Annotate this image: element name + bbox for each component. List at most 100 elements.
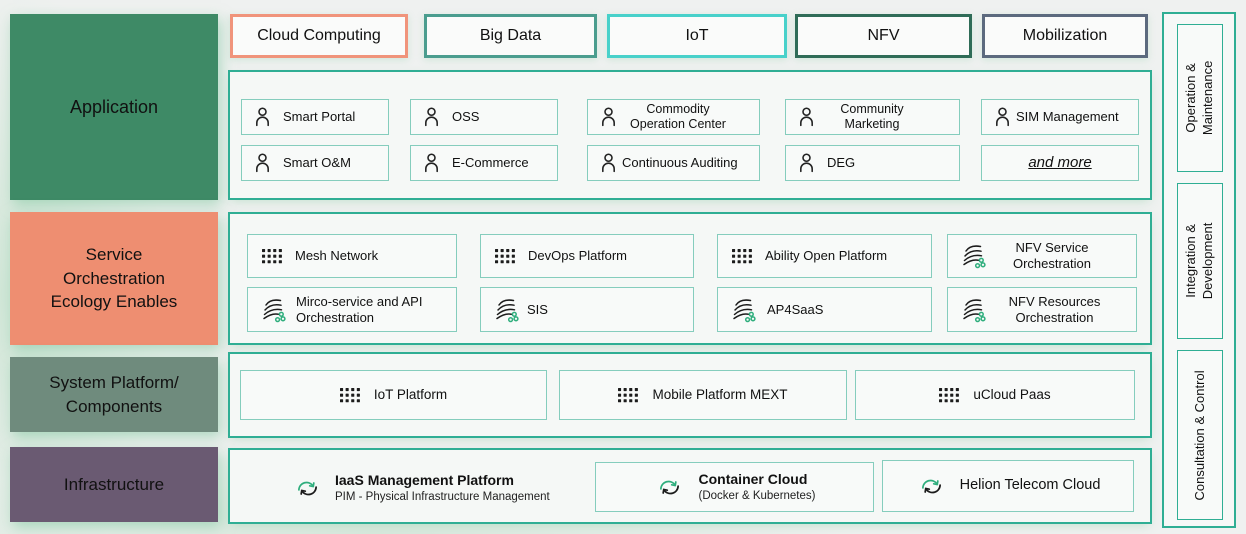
section-infrastructure: IaaS Management Platform PIM - Physical … xyxy=(228,448,1152,524)
tab-label: Mobilization xyxy=(1022,27,1108,44)
left-block-label: Infrastructure xyxy=(63,474,165,494)
svc-item-label: Mirco-service and API Orchestration xyxy=(296,293,423,325)
infra-item-subtitle: PIM - Physical Infrastructure Management xyxy=(335,490,550,503)
cloud-sync-icon xyxy=(292,477,323,500)
user-icon xyxy=(992,106,1013,128)
infra-item-helion-telecom-cloud: Helion Telecom Cloud xyxy=(882,460,1134,512)
tab-nfv: NFV xyxy=(795,14,972,58)
left-block-label: Application xyxy=(69,96,159,117)
left-block-label: System Platform/ Components xyxy=(49,373,179,416)
tab-big-data: Big Data xyxy=(424,14,597,58)
app-item-sim-management: SIM Management xyxy=(981,99,1139,135)
svc-item-label: AP4SaaS xyxy=(767,301,824,317)
left-block-infrastructure: Infrastructure xyxy=(10,447,218,522)
sidebar-item-label: Operation & Maintenance xyxy=(1183,60,1215,136)
svc-item-nfv-service-orchestration: NFV Service Orchestration xyxy=(947,234,1137,278)
app-item-e-commerce: E-Commerce xyxy=(410,145,558,181)
sidebar-item-label: Consultation & Control xyxy=(1191,369,1207,501)
svc-item-label: SIS xyxy=(527,301,548,317)
svc-item-label: DevOps Platform xyxy=(528,248,627,264)
app-item-label: Continuous Auditing xyxy=(622,155,738,171)
svc-item-devops-platform: DevOps Platform xyxy=(480,234,694,278)
flow-icon xyxy=(960,243,986,269)
sys-item-label: uCloud Paas xyxy=(973,386,1051,402)
app-item-community-marketing: Community Marketing xyxy=(785,99,960,135)
grid-icon xyxy=(939,388,959,403)
sys-item-label: IoT Platform xyxy=(373,386,448,402)
left-block-application: Application xyxy=(10,14,218,200)
infra-item-text: Container Cloud (Docker & Kubernetes) xyxy=(699,471,816,502)
user-icon xyxy=(252,152,273,174)
app-item-label: E-Commerce xyxy=(452,155,529,171)
flow-icon xyxy=(730,297,756,323)
section-system-platform: IoT Platform Mobile Platform MEXT uCloud… xyxy=(228,352,1152,438)
tab-mobilization: Mobilization xyxy=(982,14,1148,58)
tab-label: IoT xyxy=(685,27,709,44)
app-item-and-more: and more xyxy=(981,145,1139,181)
app-item-label: Smart Portal xyxy=(283,109,356,125)
app-item-oss: OSS xyxy=(410,99,558,135)
app-item-smart-om: Smart O&M xyxy=(241,145,389,181)
left-block-label: Service Orchestration Ecology Enables xyxy=(50,245,178,312)
infra-item-title: IaaS Management Platform xyxy=(335,472,514,489)
sidebar-item-consultation-control: Consultation & Control xyxy=(1177,350,1223,520)
svc-item-label: NFV Resources Orchestration xyxy=(1008,293,1101,325)
right-sidebar: Operation & Maintenance Integration & De… xyxy=(1162,12,1236,528)
flow-icon xyxy=(260,297,286,323)
left-block-system-platform: System Platform/ Components xyxy=(10,357,218,432)
user-icon xyxy=(796,106,817,128)
svc-item-sis: SIS xyxy=(480,287,694,332)
section-application: Smart Portal OSS Commodity Operation Cen… xyxy=(228,70,1152,200)
app-item-label: and more xyxy=(1028,153,1092,171)
app-item-smart-portal: Smart Portal xyxy=(241,99,389,135)
app-item-label: DEG xyxy=(827,155,856,171)
sidebar-item-integration-development: Integration & Development xyxy=(1177,183,1223,339)
sys-item-label: Mobile Platform MEXT xyxy=(652,386,788,402)
tab-cloud-computing: Cloud Computing xyxy=(230,14,408,58)
tab-iot: IoT xyxy=(607,14,787,58)
grid-icon xyxy=(732,249,752,264)
app-item-continuous-auditing: Continuous Auditing xyxy=(587,145,760,181)
infra-item-text: Helion Telecom Cloud xyxy=(960,477,1101,495)
grid-icon xyxy=(340,388,360,403)
app-item-deg: DEG xyxy=(785,145,960,181)
sys-item-ucloud-paas: uCloud Paas xyxy=(855,370,1135,420)
svc-item-label: Mesh Network xyxy=(295,248,379,264)
app-item-label: OSS xyxy=(452,109,480,125)
infra-item-text: IaaS Management Platform PIM - Physical … xyxy=(335,472,550,503)
svc-item-mesh-network: Mesh Network xyxy=(247,234,457,278)
svc-item-label: NFV Service Orchestration xyxy=(1012,240,1092,271)
infra-item-title: Helion Telecom Cloud xyxy=(959,477,1101,494)
user-icon xyxy=(796,152,817,174)
cloud-sync-icon xyxy=(654,476,685,499)
flow-icon xyxy=(493,297,519,323)
infra-item-subtitle: (Docker & Kubernetes) xyxy=(698,489,816,502)
tab-label: NFV xyxy=(867,27,900,44)
cloud-sync-icon xyxy=(916,475,947,498)
sys-item-mobile-platform-mext: Mobile Platform MEXT xyxy=(559,370,847,420)
flow-icon xyxy=(960,297,986,323)
app-item-label: SIM Management xyxy=(1016,109,1119,125)
sidebar-item-operation-maintenance: Operation & Maintenance xyxy=(1177,24,1223,172)
infra-item-container-cloud: Container Cloud (Docker & Kubernetes) xyxy=(595,462,874,512)
grid-icon xyxy=(262,249,282,264)
svc-item-nfv-resources-orchestration: NFV Resources Orchestration xyxy=(947,287,1137,332)
user-icon xyxy=(252,106,273,128)
app-item-label: Community Marketing xyxy=(840,101,904,131)
tab-label: Cloud Computing xyxy=(257,27,381,44)
section-service-orchestration: Mesh Network DevOps Platform Ability Ope… xyxy=(228,212,1152,345)
user-icon xyxy=(421,106,442,128)
tab-label: Big Data xyxy=(479,27,542,44)
sidebar-item-label: Integration & Development xyxy=(1183,222,1215,300)
user-icon xyxy=(598,152,619,174)
app-item-label: Smart O&M xyxy=(283,155,351,171)
user-icon xyxy=(421,152,442,174)
left-block-service-orchestration: Service Orchestration Ecology Enables xyxy=(10,212,218,345)
infra-item-iaas-management: IaaS Management Platform PIM - Physical … xyxy=(282,462,558,514)
svc-item-micro-service-api-orchestration: Mirco-service and API Orchestration xyxy=(247,287,457,332)
svc-item-ap4saas: AP4SaaS xyxy=(717,287,932,332)
grid-icon xyxy=(495,249,515,264)
app-item-commodity-operation-center: Commodity Operation Center xyxy=(587,99,760,135)
infra-item-title: Container Cloud xyxy=(698,471,808,488)
